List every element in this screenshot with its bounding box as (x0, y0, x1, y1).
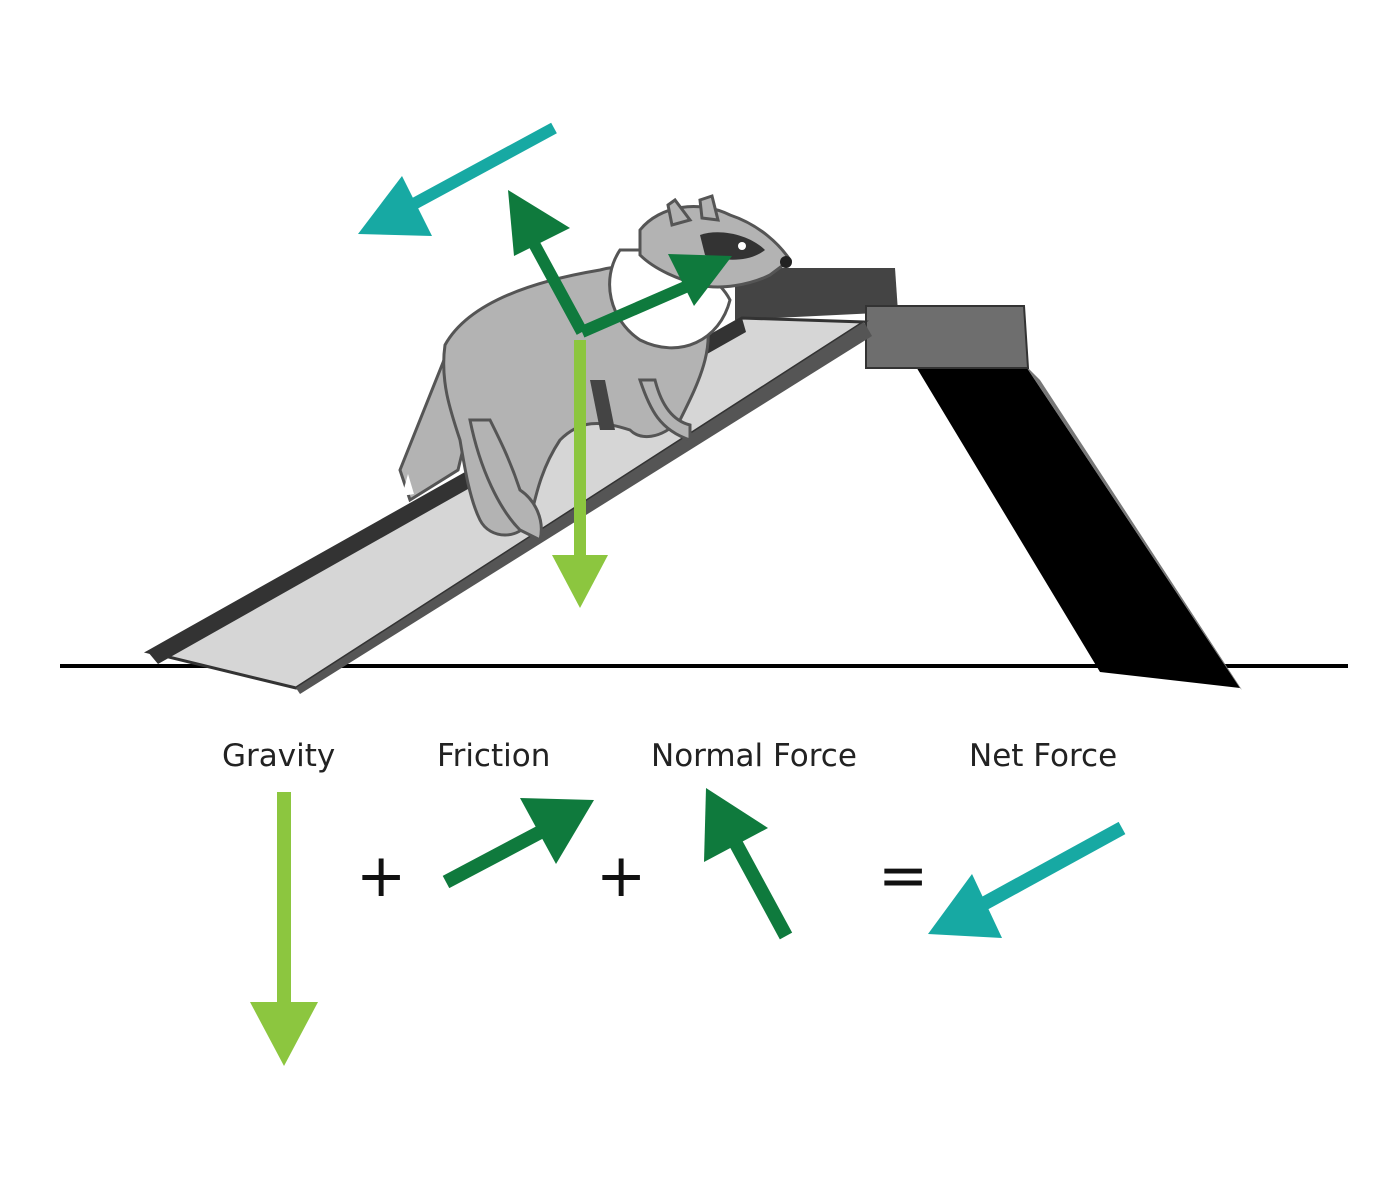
gravity-arrow (250, 792, 318, 1066)
normal-force-label: Normal Force (651, 738, 857, 774)
normal-arrow-on-raccoon (508, 190, 588, 335)
friction-label: Friction (437, 738, 551, 774)
ramp-support-edge (1025, 365, 1242, 690)
plus-operator-2: + (596, 841, 647, 911)
friction-arrow-on-raccoon (579, 254, 732, 338)
ramp-platform-back (735, 268, 898, 320)
normal-force-arrow (704, 788, 793, 940)
gravity-arrow-on-raccoon (552, 340, 608, 608)
ramp-support (915, 365, 1240, 688)
equals-operator: = (878, 841, 929, 911)
net-force-label: Net Force (969, 738, 1118, 774)
friction-arrow (442, 798, 594, 889)
gravity-label: Gravity (222, 738, 336, 774)
ramp-platform (865, 305, 1030, 369)
net-force-arrow (928, 821, 1126, 938)
plus-operator-1: + (356, 841, 407, 911)
net-force-arrow-top (358, 122, 557, 236)
